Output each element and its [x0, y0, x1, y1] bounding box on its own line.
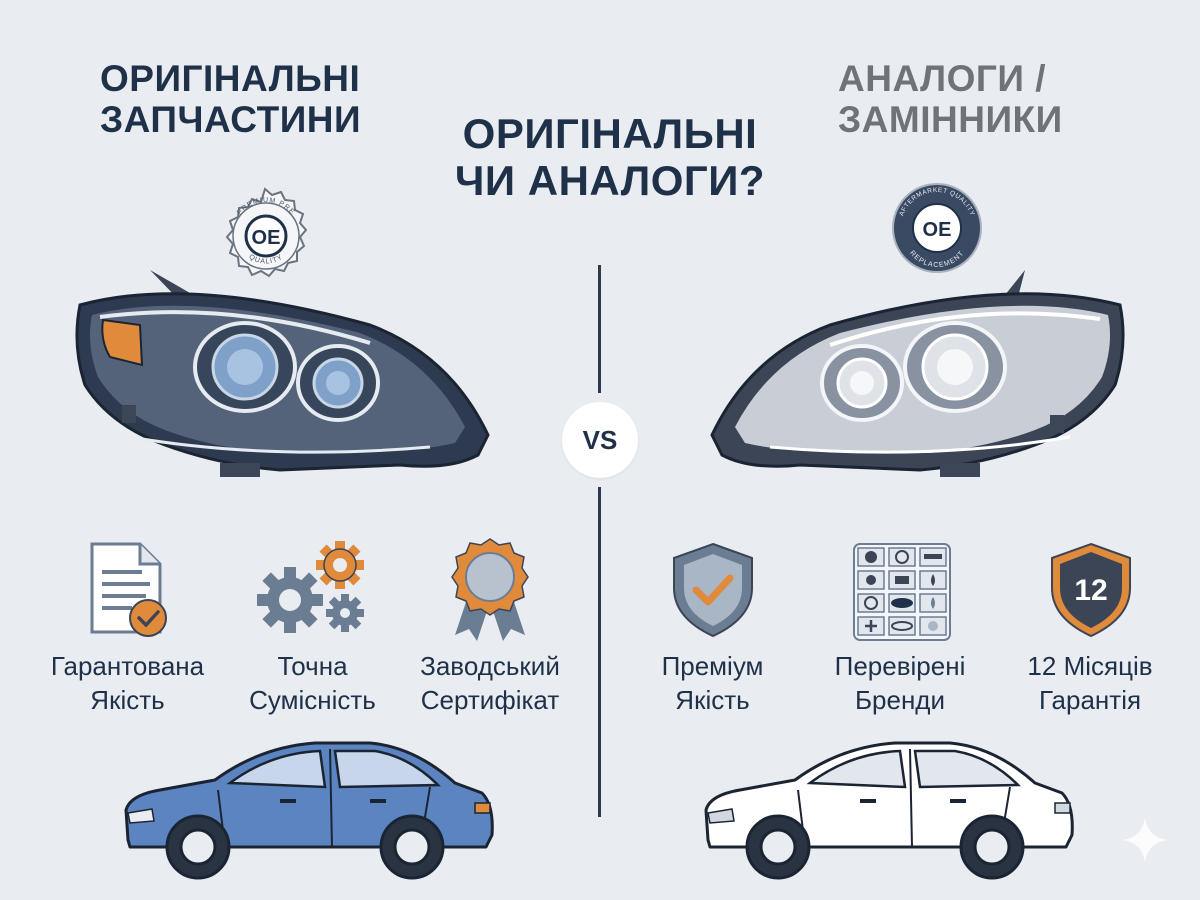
feature-exact-compatibility: Точна Сумісність — [225, 650, 400, 718]
feature-label-line: Якість — [90, 684, 165, 715]
document-check-icon — [90, 542, 167, 637]
brand-grid-icon — [853, 543, 951, 641]
title-original-or-analogs: ОРИГІНАЛЬНІ ЧИ АНАЛОГИ? — [415, 110, 805, 204]
feature-label-line: Заводський — [420, 651, 560, 681]
feature-12-months-warranty: 12 Місяців Гарантія — [1000, 650, 1180, 718]
warranty-number: 12 — [1074, 574, 1107, 607]
title-left-line-1: ОРИГІНАЛЬНІ — [100, 58, 361, 99]
vs-badge: VS — [562, 402, 638, 478]
shield-check-icon — [673, 542, 753, 638]
feature-label-line: Якість — [675, 684, 750, 715]
shield-12-icon: 12 — [1051, 542, 1131, 638]
feature-label-line: Гарантована — [50, 651, 205, 681]
feature-factory-certificate: Заводський Сертифікат — [400, 650, 580, 718]
award-ribbon-icon — [451, 538, 529, 641]
blue-car-icon — [124, 741, 494, 880]
feature-label-line: 12 Місяців — [1027, 651, 1153, 681]
title-center-line-2: ЧИ АНАЛОГИ? — [454, 157, 766, 205]
feature-label-line: Бренди — [854, 684, 946, 715]
oe-replacement-seal-icon: OE AFTERMARKET QUALITY REPLACEMENT — [892, 183, 982, 273]
oe-badge-left-code: OE — [252, 227, 281, 249]
feature-label-line: Преміум — [661, 651, 764, 681]
title-right-line-1: АНАЛОГИ / — [838, 58, 1046, 99]
title-original-parts: ОРИГІНАЛЬНІ ЗАПЧАСТИНИ — [100, 58, 361, 141]
sparkle-icon — [1123, 818, 1167, 862]
feature-label-line: Сумісність — [249, 684, 376, 715]
feature-label-line: Сертифікат — [420, 684, 560, 715]
white-car-icon — [704, 741, 1074, 880]
divider-top — [598, 265, 601, 393]
feature-label-line: Перевірені — [834, 651, 966, 681]
feature-premium-quality: Преміум Якість — [630, 650, 795, 718]
feature-verified-brands: Перевірені Бренди — [815, 650, 985, 718]
title-right-line-2: ЗАМІННИКИ — [838, 99, 1063, 141]
feature-label-line: Точна — [277, 651, 348, 681]
gears-icon — [257, 541, 364, 633]
oe-quality-seal-icon: OE PREMIUM PRE QUALITY — [225, 187, 308, 278]
original-headlight-icon — [75, 270, 490, 477]
aftermarket-headlight-icon — [710, 270, 1125, 477]
oe-badge-right-code: OE — [923, 219, 952, 241]
title-center-line-1: ОРИГІНАЛЬНІ — [462, 110, 758, 157]
feature-label-line: Гарантія — [1038, 684, 1142, 715]
title-analogs: АНАЛОГИ / ЗАМІННИКИ — [838, 58, 1063, 141]
feature-guaranteed-quality: Гарантована Якість — [30, 650, 225, 718]
divider-bottom — [598, 487, 601, 817]
title-left-line-2: ЗАПЧАСТИНИ — [100, 99, 362, 141]
